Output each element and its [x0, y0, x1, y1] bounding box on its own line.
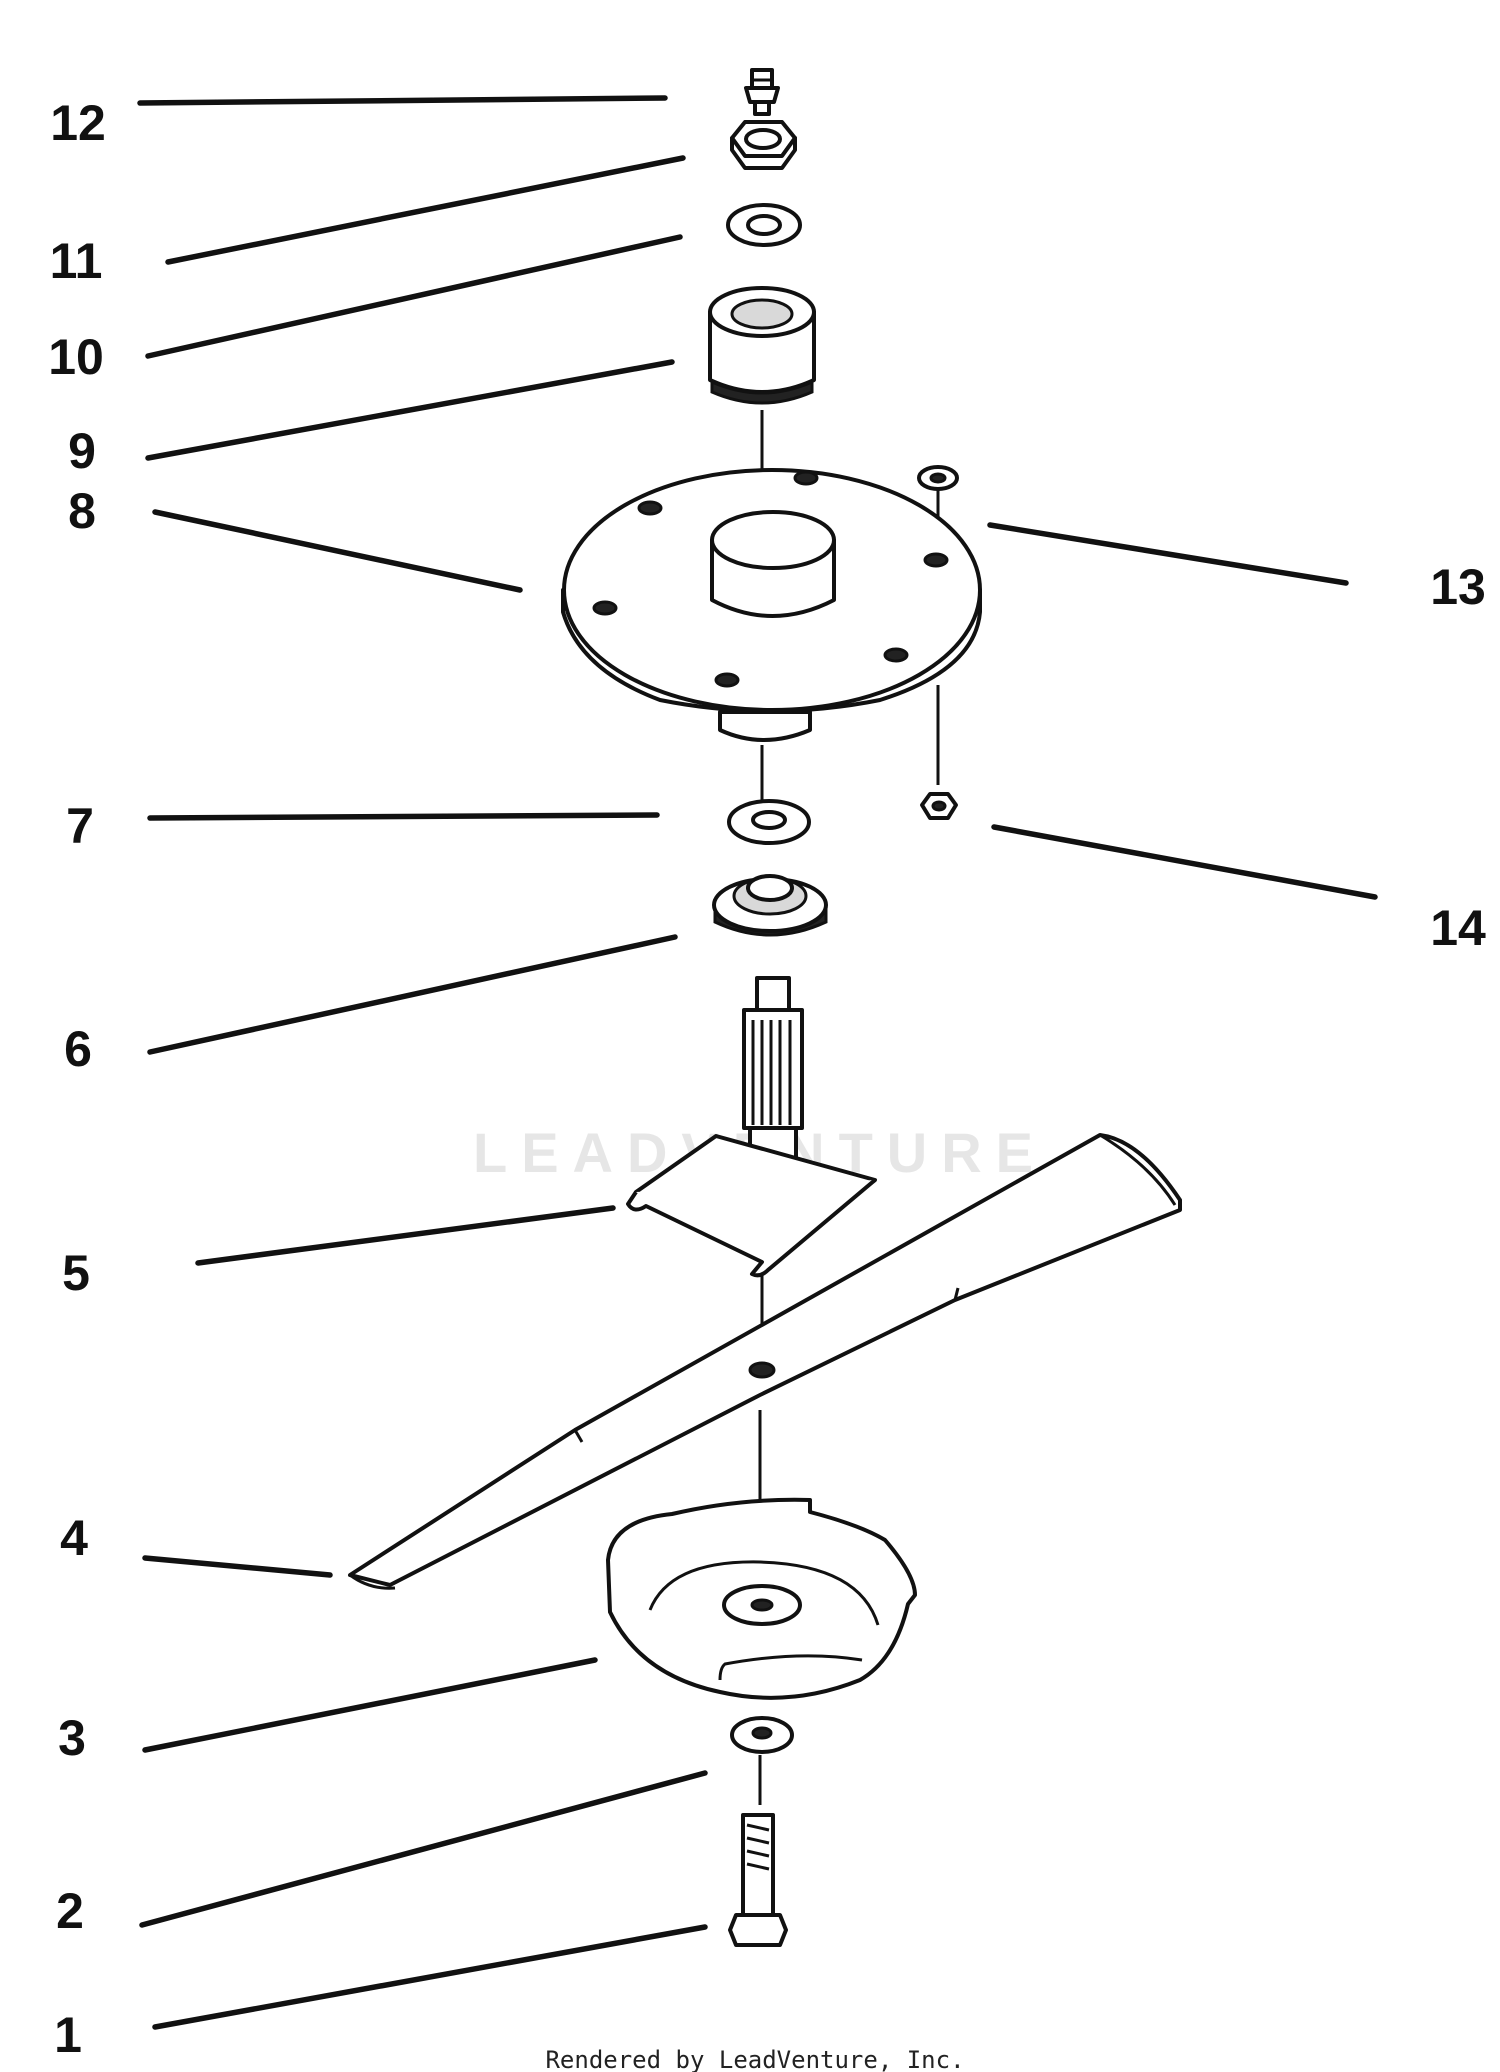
hex-nut-part	[730, 120, 797, 170]
leader-line-5	[195, 1205, 616, 1266]
spacer-washer-part	[727, 799, 811, 845]
render-credit: Rendered by LeadVenture, Inc.	[545, 2046, 964, 2072]
callout-14: 14	[1430, 900, 1486, 956]
grease-fitting-part	[744, 68, 780, 116]
flat-washer-part-13	[917, 465, 959, 491]
leader-line-8	[152, 509, 523, 593]
leader-line-2	[139, 1770, 708, 1928]
callout-12: 12	[50, 95, 106, 151]
callout-2: 2	[56, 1883, 84, 1939]
leader-line-3	[142, 1657, 598, 1753]
callout-11: 11	[50, 233, 103, 289]
leader-line-11	[165, 155, 686, 265]
leader-line-12	[137, 95, 668, 106]
callout-1: 1	[54, 2007, 82, 2063]
washer-part-upper	[726, 203, 802, 247]
blade-washer-part	[730, 1716, 794, 1754]
leader-line-1	[152, 1924, 708, 2030]
leader-line-7	[147, 812, 660, 821]
blade-adapter-part	[606, 1497, 917, 1700]
mower-blade-part	[348, 1133, 1182, 1590]
leader-line-9	[145, 359, 675, 461]
lock-nut-part-14	[920, 792, 958, 820]
mounting-plate-part	[626, 1134, 877, 1278]
blade-bolt-part	[728, 1813, 788, 1947]
callout-8: 8	[68, 483, 96, 539]
callout-13: 13	[1430, 559, 1486, 615]
leader-lines	[137, 95, 1378, 2030]
callout-4: 4	[60, 1510, 88, 1566]
leader-line-13	[987, 522, 1349, 586]
spindle-housing-part	[561, 468, 982, 742]
callout-6: 6	[64, 1021, 92, 1077]
leader-line-14	[991, 824, 1378, 900]
lower-bearing-part	[712, 874, 828, 937]
leader-line-4	[142, 1555, 333, 1578]
callout-10: 10	[48, 329, 104, 385]
callout-7: 7	[66, 798, 94, 854]
callout-9: 9	[68, 423, 96, 479]
callout-5: 5	[62, 1245, 90, 1301]
leader-line-10	[145, 234, 683, 359]
leader-line-6	[147, 934, 678, 1055]
bearing-part	[708, 286, 816, 405]
callout-labels: 12 11 10 9 8 13 7 14 6 5 4 3 2 1	[48, 95, 1486, 2063]
callout-3: 3	[58, 1710, 86, 1766]
